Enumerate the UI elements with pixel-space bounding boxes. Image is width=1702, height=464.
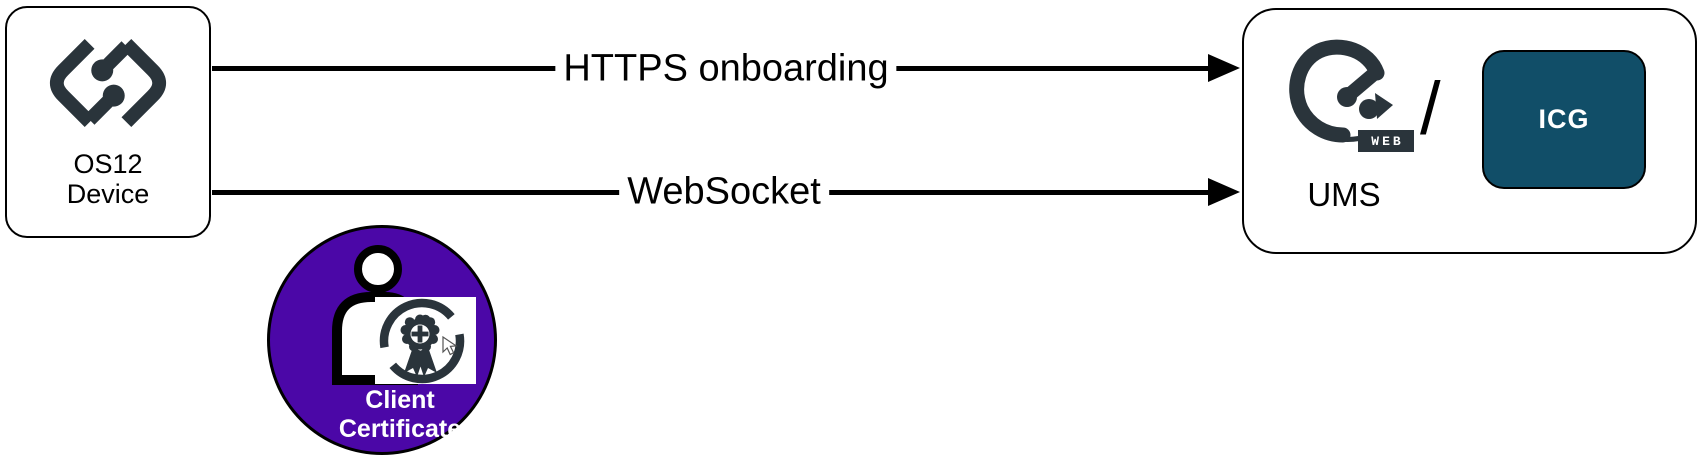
certificate-label: Client Certificate [310, 386, 490, 444]
arrowhead-https-icon [1208, 54, 1240, 82]
icg-node: ICG [1482, 50, 1646, 189]
igel-ums-web-logo-icon [1289, 39, 1393, 143]
web-badge: WEB [1358, 130, 1414, 152]
slash-separator: / [1420, 67, 1441, 150]
device-label-line1: OS12 [73, 149, 143, 179]
icg-label: ICG [1538, 104, 1590, 134]
mouse-pointer-icon [442, 335, 458, 356]
server-node: WEB / ICG UMS [1242, 8, 1697, 254]
arrowhead-websocket-icon [1208, 178, 1240, 206]
device-label-line2: Device [66, 179, 150, 209]
certificate-badge-icon [379, 298, 465, 384]
certificate-label-line1: Client [365, 386, 435, 414]
certificate-label-line2: Certificate [338, 415, 462, 443]
igel-os12-logo-icon [49, 39, 167, 127]
ums-label: UMS [1307, 176, 1381, 213]
person-with-certificate-badge-icon [332, 245, 476, 385]
device-label: OS12 Device [7, 149, 209, 209]
connection-label-websocket: WebSocket [619, 170, 829, 214]
connection-label-https: HTTPS onboarding [555, 47, 897, 91]
device-node: OS12 Device [5, 6, 211, 238]
